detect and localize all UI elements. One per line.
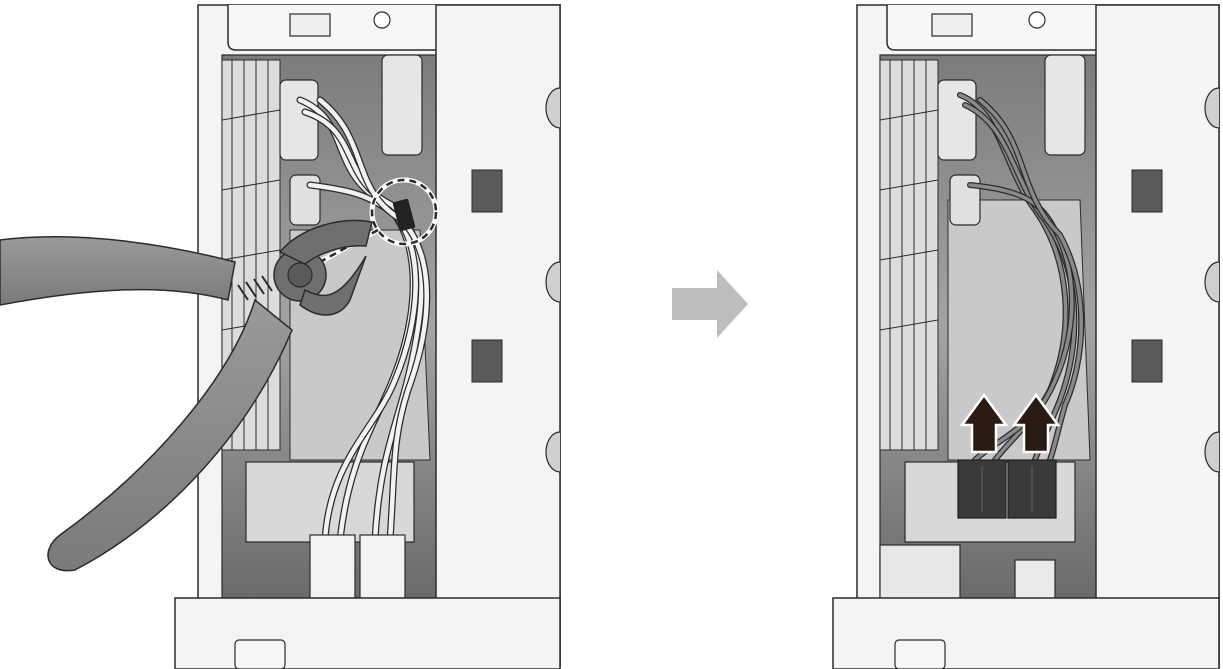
bracket-hole — [374, 12, 390, 28]
post — [1045, 55, 1085, 155]
panel-before — [0, 5, 560, 669]
post — [938, 80, 976, 160]
rail-slot — [472, 340, 502, 382]
transition-arrow — [672, 270, 748, 338]
bracket-tab — [290, 14, 330, 36]
rail-slot — [1132, 170, 1162, 212]
connector — [360, 535, 405, 605]
bracket-tab — [932, 14, 972, 36]
bracket-hole — [1029, 12, 1045, 28]
cover-latch — [895, 640, 945, 669]
front-cover — [175, 598, 560, 669]
connector — [310, 535, 355, 605]
right-rail — [436, 5, 560, 667]
bottom-bracket — [1015, 560, 1055, 600]
post — [280, 80, 318, 160]
panel-after — [833, 5, 1219, 669]
rail-slot — [1132, 340, 1162, 382]
plier-pivot-bolt — [288, 263, 312, 287]
post — [950, 175, 980, 225]
cover-latch — [235, 640, 285, 669]
right-arrow-icon — [672, 270, 748, 338]
right-rail — [1096, 5, 1219, 667]
post — [382, 55, 422, 155]
vent-fins — [880, 60, 938, 450]
bottom-bracket — [880, 545, 960, 600]
front-cover — [833, 598, 1219, 669]
rail-slot — [472, 170, 502, 212]
